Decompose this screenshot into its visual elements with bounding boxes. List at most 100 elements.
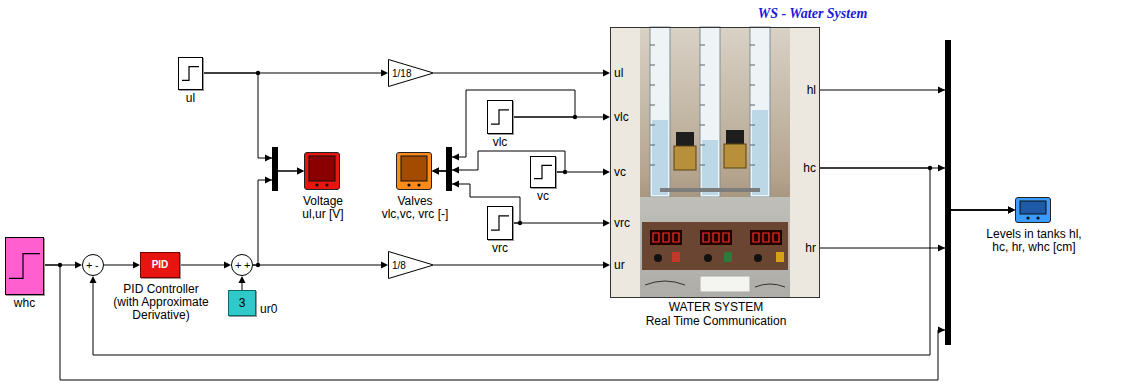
block-label: vlc <box>493 136 508 149</box>
signal-path <box>434 265 603 266</box>
arrow-head <box>938 87 945 94</box>
arrow-head <box>133 262 140 269</box>
step-curve <box>182 67 199 81</box>
sum-block: ++ <box>231 254 253 276</box>
sum-sign: - <box>95 259 99 271</box>
arrow-head <box>381 70 388 77</box>
component <box>724 252 732 262</box>
port-label: vc <box>613 166 627 179</box>
branch-dot <box>58 263 62 267</box>
block-label: vrc <box>492 242 508 255</box>
arrow-head <box>75 262 82 269</box>
gain-value: 1/18 <box>392 68 411 79</box>
component <box>776 252 784 262</box>
port-label: hr <box>804 242 817 255</box>
tank-tube <box>700 27 720 197</box>
block-label: Levels in tanks hl, hc, hr, whc [cm] <box>984 228 1084 254</box>
arrow-head <box>265 155 272 162</box>
step-icon <box>6 238 43 294</box>
photo-wall <box>610 27 640 298</box>
arrow-head <box>603 220 610 227</box>
port-label: vlc <box>613 111 630 124</box>
signal-path <box>820 168 1008 210</box>
arrow-head <box>265 177 272 184</box>
water-system-block: ulvlcvcvrcurhlhchrWATER SYSTEMReal Time … <box>610 27 820 298</box>
signal-line <box>820 207 1015 249</box>
tank-tube <box>650 27 670 197</box>
arrow-head <box>1008 207 1015 214</box>
signal-line <box>239 276 246 290</box>
arrow-head <box>381 262 388 269</box>
branch-dot <box>573 115 577 119</box>
knob <box>754 254 762 262</box>
scope-knob <box>325 183 328 186</box>
valve-body <box>674 146 696 170</box>
arrow-head <box>432 168 439 175</box>
signal-path <box>104 265 133 266</box>
scope-knob <box>1036 216 1039 219</box>
step-block: vrc <box>487 206 513 240</box>
signal-line <box>253 168 304 266</box>
block-label: Voltage ul,ur [V] <box>298 195 348 221</box>
branch-dot <box>928 166 932 170</box>
block-caption: Real Time Communication <box>611 315 821 328</box>
arrow-head <box>603 114 610 121</box>
step-curve <box>491 110 509 124</box>
gain-value: 1/8 <box>392 260 406 271</box>
signal-path <box>434 73 603 74</box>
step-block: ul <box>178 57 203 90</box>
scope-screen <box>401 156 427 181</box>
scope-knob <box>315 183 318 186</box>
sum-sign: + <box>86 259 92 271</box>
signal-line <box>556 169 610 176</box>
port-label: hl <box>806 84 817 97</box>
signal-path <box>253 265 381 266</box>
signal-path <box>513 223 603 224</box>
pid-block: PIDPID Controller (with Approximate Deri… <box>140 252 180 278</box>
sticker <box>700 276 750 292</box>
signal-line <box>434 70 610 77</box>
branch-dot <box>256 263 260 267</box>
branch-points <box>58 71 932 267</box>
arrow-head <box>603 70 610 77</box>
arrow-head <box>224 262 231 269</box>
step-icon <box>179 58 202 89</box>
mux-bars <box>272 40 951 345</box>
photo-wall <box>790 27 820 298</box>
component <box>672 252 680 262</box>
scope-block: Voltage ul,ur [V] <box>304 152 340 190</box>
signal-path <box>820 90 1008 210</box>
gain-block: 1/18 <box>388 59 434 87</box>
arrow-head <box>603 262 610 269</box>
signal-line <box>434 262 610 269</box>
mux-bar <box>446 147 452 191</box>
signal-path <box>242 283 243 290</box>
photo-background <box>610 27 820 298</box>
block-label: vc <box>537 190 549 203</box>
digital-display <box>650 230 682 245</box>
port-label: vrc <box>613 217 631 230</box>
step-curve <box>491 216 509 230</box>
scope-block: Levels in tanks hl, hc, hr, whc [cm] <box>1015 197 1051 223</box>
arrow-head <box>452 181 459 188</box>
tank-water <box>652 120 668 195</box>
mux-bar <box>272 147 278 191</box>
step-icon <box>488 207 512 239</box>
constant-block: 3ur0 <box>228 290 256 316</box>
signal-line <box>820 90 1015 214</box>
knob <box>704 254 712 262</box>
scope-knob <box>407 183 410 186</box>
arrow-head <box>1008 207 1015 214</box>
pipe <box>660 188 760 192</box>
valve-coil <box>726 130 744 144</box>
signal-line <box>513 220 610 227</box>
block-text: PID <box>141 259 179 271</box>
block-label: Valves vlc,vc, vrc [-] <box>380 195 450 221</box>
plexiglass-base <box>640 197 790 298</box>
signal-path <box>203 73 297 171</box>
valve-body <box>724 144 746 168</box>
step-icon <box>531 157 555 187</box>
arrow-head <box>938 327 945 334</box>
arrow-head <box>452 154 459 161</box>
